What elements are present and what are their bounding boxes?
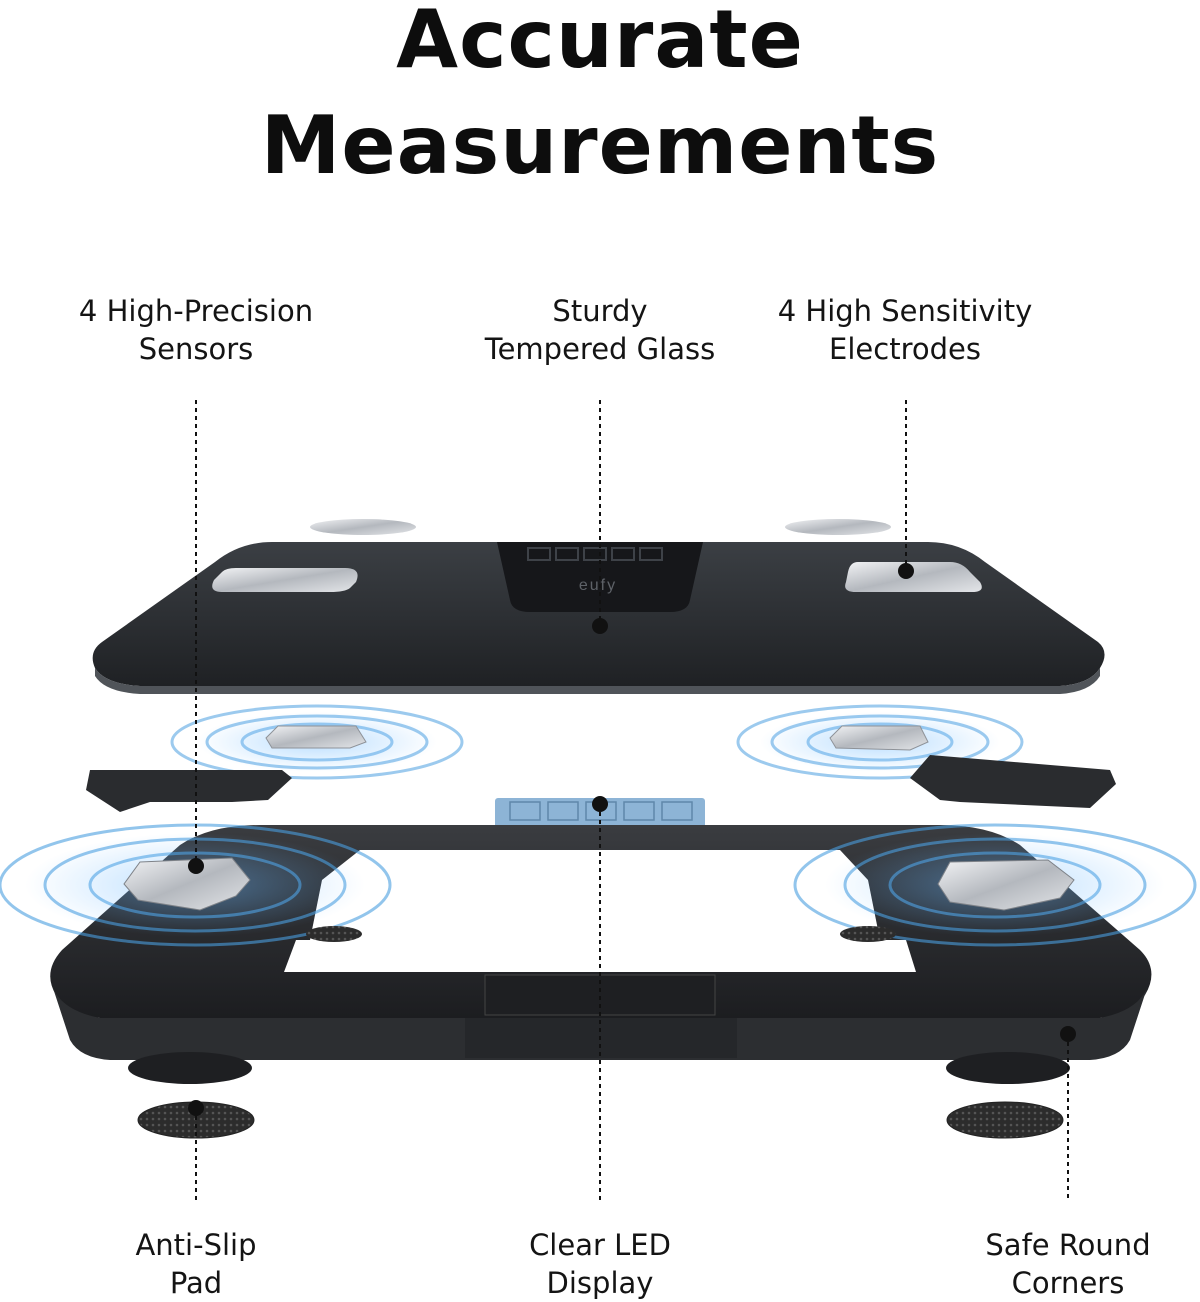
sensor-lower-left	[123, 857, 251, 911]
inner-pad-left	[306, 926, 362, 942]
brand-logo: eufy	[579, 577, 617, 594]
label-glass-line2: Tempered Glass	[484, 332, 716, 366]
label-pad-line1: Anti-Slip	[135, 1228, 257, 1262]
label-display-line1: Clear LED	[529, 1228, 671, 1262]
label-display-line2: Display	[546, 1266, 654, 1300]
sensor-lower-right	[937, 859, 1075, 911]
label-electrodes-line1: 4 High Sensitivity	[777, 294, 1033, 328]
leader-dots	[188, 563, 1076, 1116]
inner-pad-right	[840, 926, 896, 942]
label-corners: Safe Round Corners	[918, 1226, 1200, 1302]
foot-right	[946, 1052, 1070, 1084]
sensor-upper-right	[829, 725, 929, 751]
label-display: Clear LED Display	[450, 1226, 750, 1302]
electrode-top-right	[785, 519, 891, 535]
label-sensors: 4 High-Precision Sensors	[46, 292, 346, 368]
label-pad-line2: Pad	[169, 1266, 223, 1300]
foot-left	[128, 1052, 252, 1084]
label-glass-line1: Sturdy	[552, 294, 648, 328]
anti-slip-pad-right	[946, 1101, 1064, 1139]
electrode-top-left	[310, 519, 416, 535]
title-line-1: Accurate	[396, 0, 804, 86]
label-pad: Anti-Slip Pad	[46, 1226, 346, 1302]
led-display-digits	[527, 547, 663, 561]
label-corners-line1: Safe Round	[985, 1228, 1151, 1262]
electrode-glass-right	[845, 562, 982, 592]
label-electrodes: 4 High Sensitivity Electrodes	[755, 292, 1055, 368]
sensor-upper-left	[265, 725, 367, 749]
label-sensors-line2: Sensors	[138, 332, 254, 366]
label-glass: Sturdy Tempered Glass	[450, 292, 750, 368]
label-electrodes-line2: Electrodes	[829, 332, 981, 366]
label-sensors-line1: 4 High-Precision	[78, 294, 314, 328]
leader-lines	[195, 400, 1069, 1200]
electrode-glass-left	[212, 568, 358, 592]
corner-cap-right	[910, 755, 1116, 808]
label-corners-line2: Corners	[1011, 1266, 1125, 1300]
corner-cap-left	[86, 770, 292, 812]
title-line-2: Measurements	[260, 99, 940, 192]
